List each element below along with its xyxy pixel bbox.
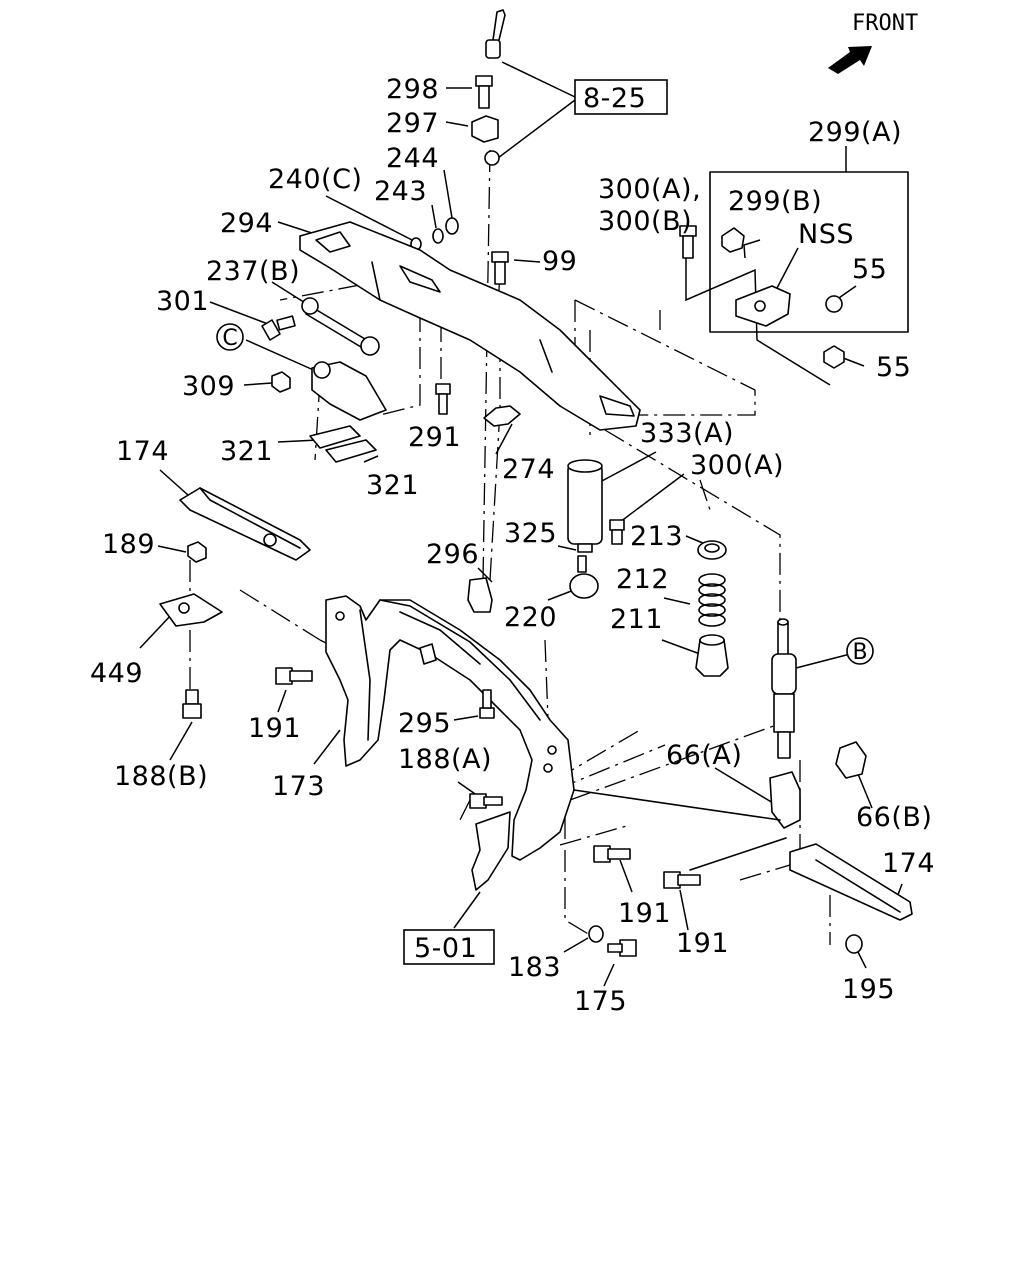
ref-box-5-01[interactable]: 5-01 — [403, 929, 495, 965]
label-301: 301 — [156, 286, 209, 317]
label-240c: 240(C) — [268, 164, 362, 195]
ref-8-25-label: 8-25 — [583, 83, 646, 114]
label-274: 274 — [502, 454, 555, 485]
front-arrow-icon — [828, 46, 872, 74]
label-295: 295 — [398, 708, 451, 739]
label-213: 213 — [630, 521, 683, 552]
front-indicator: FRONT — [828, 11, 918, 74]
label-243: 243 — [374, 176, 427, 207]
label-291: 291 — [408, 422, 461, 453]
ref-5-01-label: 5-01 — [414, 933, 477, 964]
marker-b-label: B — [852, 640, 867, 665]
cable-connector — [492, 9, 506, 41]
actuator-333a — [567, 463, 603, 545]
label-174b: 174 — [882, 848, 935, 879]
shock-absorber-b — [771, 618, 797, 759]
label-300ab-2: 300(B) — [598, 206, 692, 237]
marker-c: C — [216, 323, 244, 351]
label-299a: 299(A) — [808, 117, 902, 148]
label-173: 173 — [272, 771, 325, 802]
label-237b: 237(B) — [206, 256, 300, 287]
label-188b: 188(B) — [114, 761, 208, 792]
label-66b: 66(B) — [856, 802, 932, 833]
label-189: 189 — [102, 529, 155, 560]
marker-c-label: C — [222, 326, 237, 351]
label-220: 220 — [504, 602, 557, 633]
engine-outline-501 — [471, 811, 511, 891]
label-300a: 300(A) — [690, 450, 784, 481]
assembly-box-299a — [709, 171, 909, 333]
label-333a: 333(A) — [640, 418, 734, 449]
crossmember-294 — [299, 221, 641, 431]
label-191c: 191 — [676, 928, 729, 959]
label-99: 99 — [542, 246, 577, 277]
label-296: 296 — [426, 539, 479, 570]
label-300ab-1: 300(A), — [598, 174, 701, 205]
plate-449 — [159, 593, 223, 627]
marker-b: B — [846, 637, 874, 665]
ref-box-8-25[interactable]: 8-25 — [574, 79, 668, 115]
label-174a: 174 — [116, 436, 169, 467]
label-55a: 55 — [852, 254, 887, 285]
part-labels: 298 297 244 243 240(C) 294 237(B) 301 30… — [90, 74, 935, 1017]
label-66a: 66(A) — [666, 740, 742, 771]
label-191a: 191 — [248, 713, 301, 744]
label-195: 195 — [842, 974, 895, 1005]
label-299b: 299(B) — [728, 186, 822, 217]
label-188a: 188(A) — [398, 744, 492, 775]
part-drawings — [159, 9, 913, 957]
label-321b: 321 — [366, 470, 419, 501]
label-nss: NSS — [798, 219, 854, 250]
label-294: 294 — [220, 208, 273, 239]
frame-yoke-173 — [325, 595, 575, 861]
label-309: 309 — [182, 371, 235, 402]
label-298: 298 — [386, 74, 439, 105]
label-297: 297 — [386, 108, 439, 139]
label-211: 211 — [610, 604, 663, 635]
label-325: 325 — [504, 518, 557, 549]
spring-212 — [698, 573, 726, 627]
label-212: 212 — [616, 564, 669, 595]
label-183: 183 — [508, 952, 561, 983]
label-321a: 321 — [220, 436, 273, 467]
front-label: FRONT — [852, 11, 918, 36]
label-55b: 55 — [876, 352, 911, 383]
label-175: 175 — [574, 986, 627, 1017]
bracket-c — [311, 361, 387, 421]
label-449: 449 — [90, 658, 143, 689]
label-191b: 191 — [618, 898, 671, 929]
label-244: 244 — [386, 143, 439, 174]
